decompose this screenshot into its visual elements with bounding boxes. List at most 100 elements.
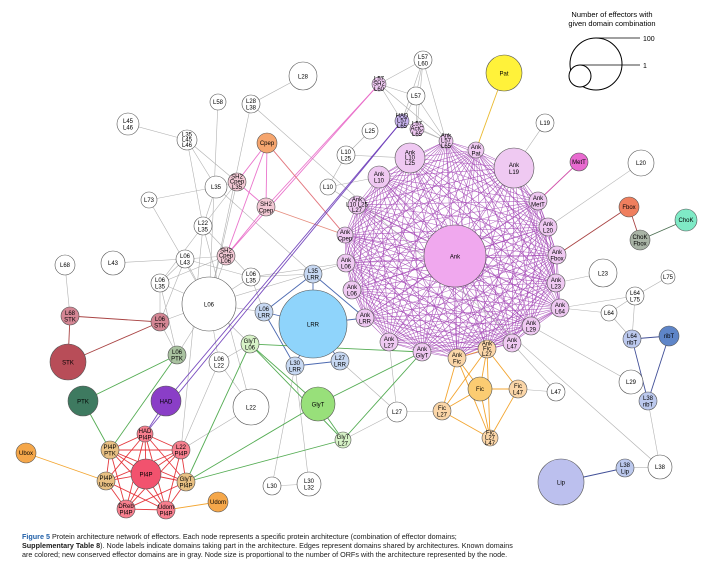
node-label: L29	[526, 327, 537, 333]
node-circle	[342, 280, 362, 300]
node-label: PTK	[171, 356, 183, 362]
edge-l35l45l46-l22l35	[186, 139, 204, 227]
node-label: SH2	[220, 248, 232, 254]
node-label: L27	[485, 436, 496, 442]
node-label: L29	[626, 380, 637, 386]
node-label: PTK	[104, 451, 116, 457]
node-label: HAD	[160, 399, 173, 405]
node-circle	[227, 172, 247, 192]
node-label: L47	[507, 344, 518, 350]
node-circle	[371, 76, 387, 92]
node-label: GlyT	[180, 477, 193, 483]
node-label: Ank	[471, 145, 482, 151]
node-label: L38	[620, 463, 631, 469]
edge-l06l35b-ankl06	[250, 262, 347, 278]
node-label: L68	[60, 263, 71, 269]
edge-metT-ankmetT	[537, 161, 580, 202]
node-label: L27	[392, 410, 403, 416]
edge-ank-ankmetT-ankfic	[456, 200, 539, 359]
node-label: L06	[214, 357, 225, 363]
node-l29: L29	[618, 369, 644, 395]
edge-ank-ankl29-ankglyt	[421, 325, 532, 353]
node-label: L25	[405, 161, 416, 167]
node-label: L35	[198, 227, 209, 233]
node-label: L32	[304, 485, 315, 491]
node-circle	[550, 298, 570, 318]
node-circle	[658, 325, 680, 347]
node-label: Ank	[526, 321, 537, 327]
node-circle	[181, 276, 237, 332]
edge-ank-ankcpep-ankpat	[344, 149, 477, 236]
edge-ank-ankl10l25-ankfbox	[409, 157, 558, 256]
edge-ank-ankirr-ankpat	[364, 149, 477, 319]
node-label: L06	[259, 307, 270, 313]
edge-l06lrr-l30lrr	[263, 311, 296, 367]
edge-ank-ankfbox-ankl27	[388, 254, 558, 343]
edge-l29-ankl29	[530, 325, 632, 383]
edge-ank-ankfbox-ankpat	[475, 149, 558, 256]
node-label: L06	[246, 272, 257, 278]
node-chok: ChoK	[674, 208, 698, 232]
node-circle	[467, 141, 485, 159]
node-label: PI4P	[138, 435, 151, 441]
node-udom: Udom	[207, 491, 229, 513]
edge-ank-ankl23-ankl57	[445, 140, 557, 284]
edge-ank-ankl23-ankirr	[364, 282, 557, 319]
edge-ank-ankl10-ankl06	[345, 176, 380, 264]
node-label: STK	[154, 323, 166, 329]
node-l43: L43	[100, 250, 126, 276]
edge-l68stk-l06stk	[69, 315, 161, 323]
node-label: L64	[630, 291, 641, 297]
node-label: L57	[411, 94, 422, 100]
node-circle	[508, 379, 528, 399]
node-circle	[394, 113, 410, 129]
node-label: L46	[182, 143, 193, 149]
node-label: L47	[551, 390, 562, 396]
edge-ank-ankl19-ankl10l25b	[356, 167, 515, 206]
node-ribt: ribT	[658, 325, 680, 347]
node-label: L45	[182, 138, 193, 144]
node-label: Ank	[384, 337, 395, 343]
node-label: Fbox	[550, 256, 563, 262]
node-label: L45	[123, 119, 134, 125]
node-l75: L75	[660, 269, 676, 285]
node-circle	[600, 304, 618, 322]
node-label: L58	[213, 100, 224, 106]
node-l22: L22	[232, 388, 270, 426]
node-circle	[262, 476, 282, 496]
node-circle	[538, 217, 558, 237]
edge-ank-ankl06-ankl29	[345, 262, 532, 327]
node-circle	[622, 329, 642, 349]
node-label: L75	[663, 275, 674, 281]
node-l06: L06	[181, 276, 237, 332]
node-pat: Pat	[485, 54, 523, 92]
node-label: L27	[335, 356, 346, 362]
node-circle	[216, 246, 236, 266]
node-label: L46	[123, 125, 134, 131]
node-label: L27	[482, 352, 493, 358]
node-circle	[647, 454, 673, 480]
figure-caption: Figure 5 Protein architecture network of…	[22, 532, 712, 560]
edge-l27-l27lrr	[339, 360, 398, 413]
node-circle	[278, 289, 348, 359]
edge-glyt-ankglyt	[317, 351, 423, 405]
node-circle	[140, 191, 158, 209]
edge-l28l38-l06	[208, 103, 252, 305]
node-label: LRR	[307, 322, 320, 328]
edge-l35-l35lrr	[215, 186, 314, 275]
node-label: L38	[643, 396, 654, 402]
edge-glytpi4p-drebpi4p	[125, 481, 187, 510]
